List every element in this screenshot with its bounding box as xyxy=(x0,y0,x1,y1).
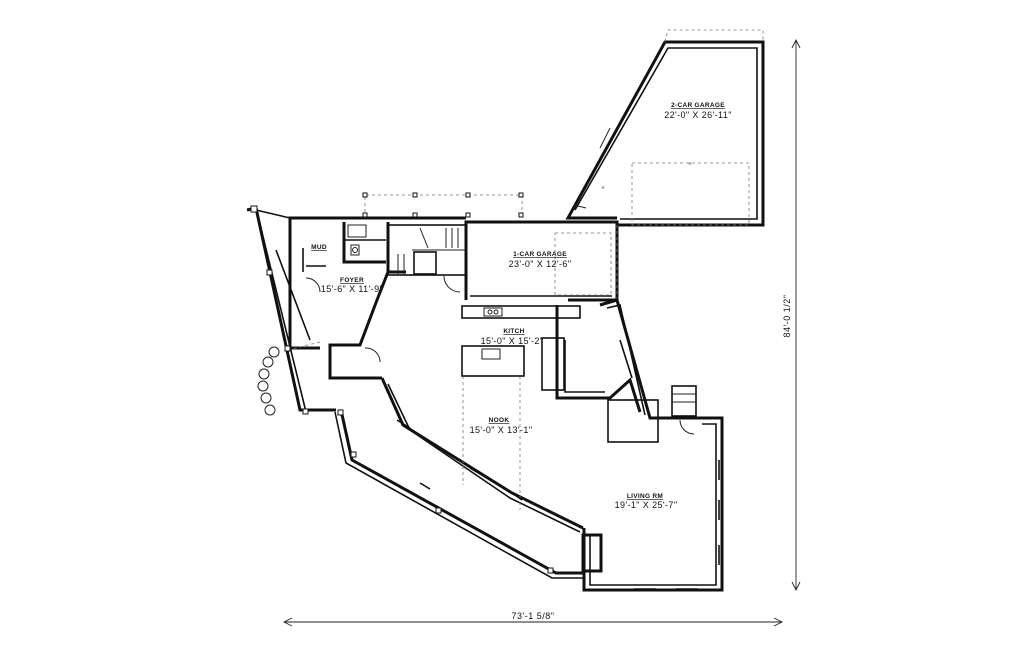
front-deck xyxy=(362,192,524,218)
kitchen-name: KITCH xyxy=(503,328,524,335)
garage-2car-name: 2-CAR GARAGE xyxy=(671,102,725,109)
garage-1car-name: 1-CAR GARAGE xyxy=(513,251,567,258)
garage-2car: × × xyxy=(565,29,765,227)
porch xyxy=(246,205,336,416)
windows xyxy=(337,409,720,590)
kitchen-fixtures xyxy=(443,274,697,443)
overall-width-label: 73'-1 5/8" xyxy=(512,611,555,621)
mud-bath-fixtures xyxy=(302,224,381,363)
svg-text:×: × xyxy=(688,160,692,168)
dimension-depth xyxy=(791,38,801,592)
house-walls xyxy=(288,216,724,592)
living-name: LIVING RM xyxy=(627,493,663,500)
living-dims: 19'-1" X 25'-7" xyxy=(615,500,678,510)
svg-text:×: × xyxy=(601,184,605,192)
nook-dims: 15'-0" X 13'-1" xyxy=(470,425,533,435)
foyer-dims: 15'-6" X 11'-9" xyxy=(321,284,383,294)
foyer-name: FOYER xyxy=(340,277,364,284)
kitchen-dims: 15'-0" X 15'-2" xyxy=(481,336,544,346)
dimension-width xyxy=(282,617,784,627)
mud-name: MUD xyxy=(311,244,327,251)
nook-name: NOOK xyxy=(489,417,510,424)
garage-1car-dims: 23'-0" X 12'-6" xyxy=(509,259,572,269)
garage-2car-dims: 22'-0" X 26'-11" xyxy=(664,110,732,120)
overall-depth-label: 84'-0 1/2" xyxy=(782,295,792,338)
